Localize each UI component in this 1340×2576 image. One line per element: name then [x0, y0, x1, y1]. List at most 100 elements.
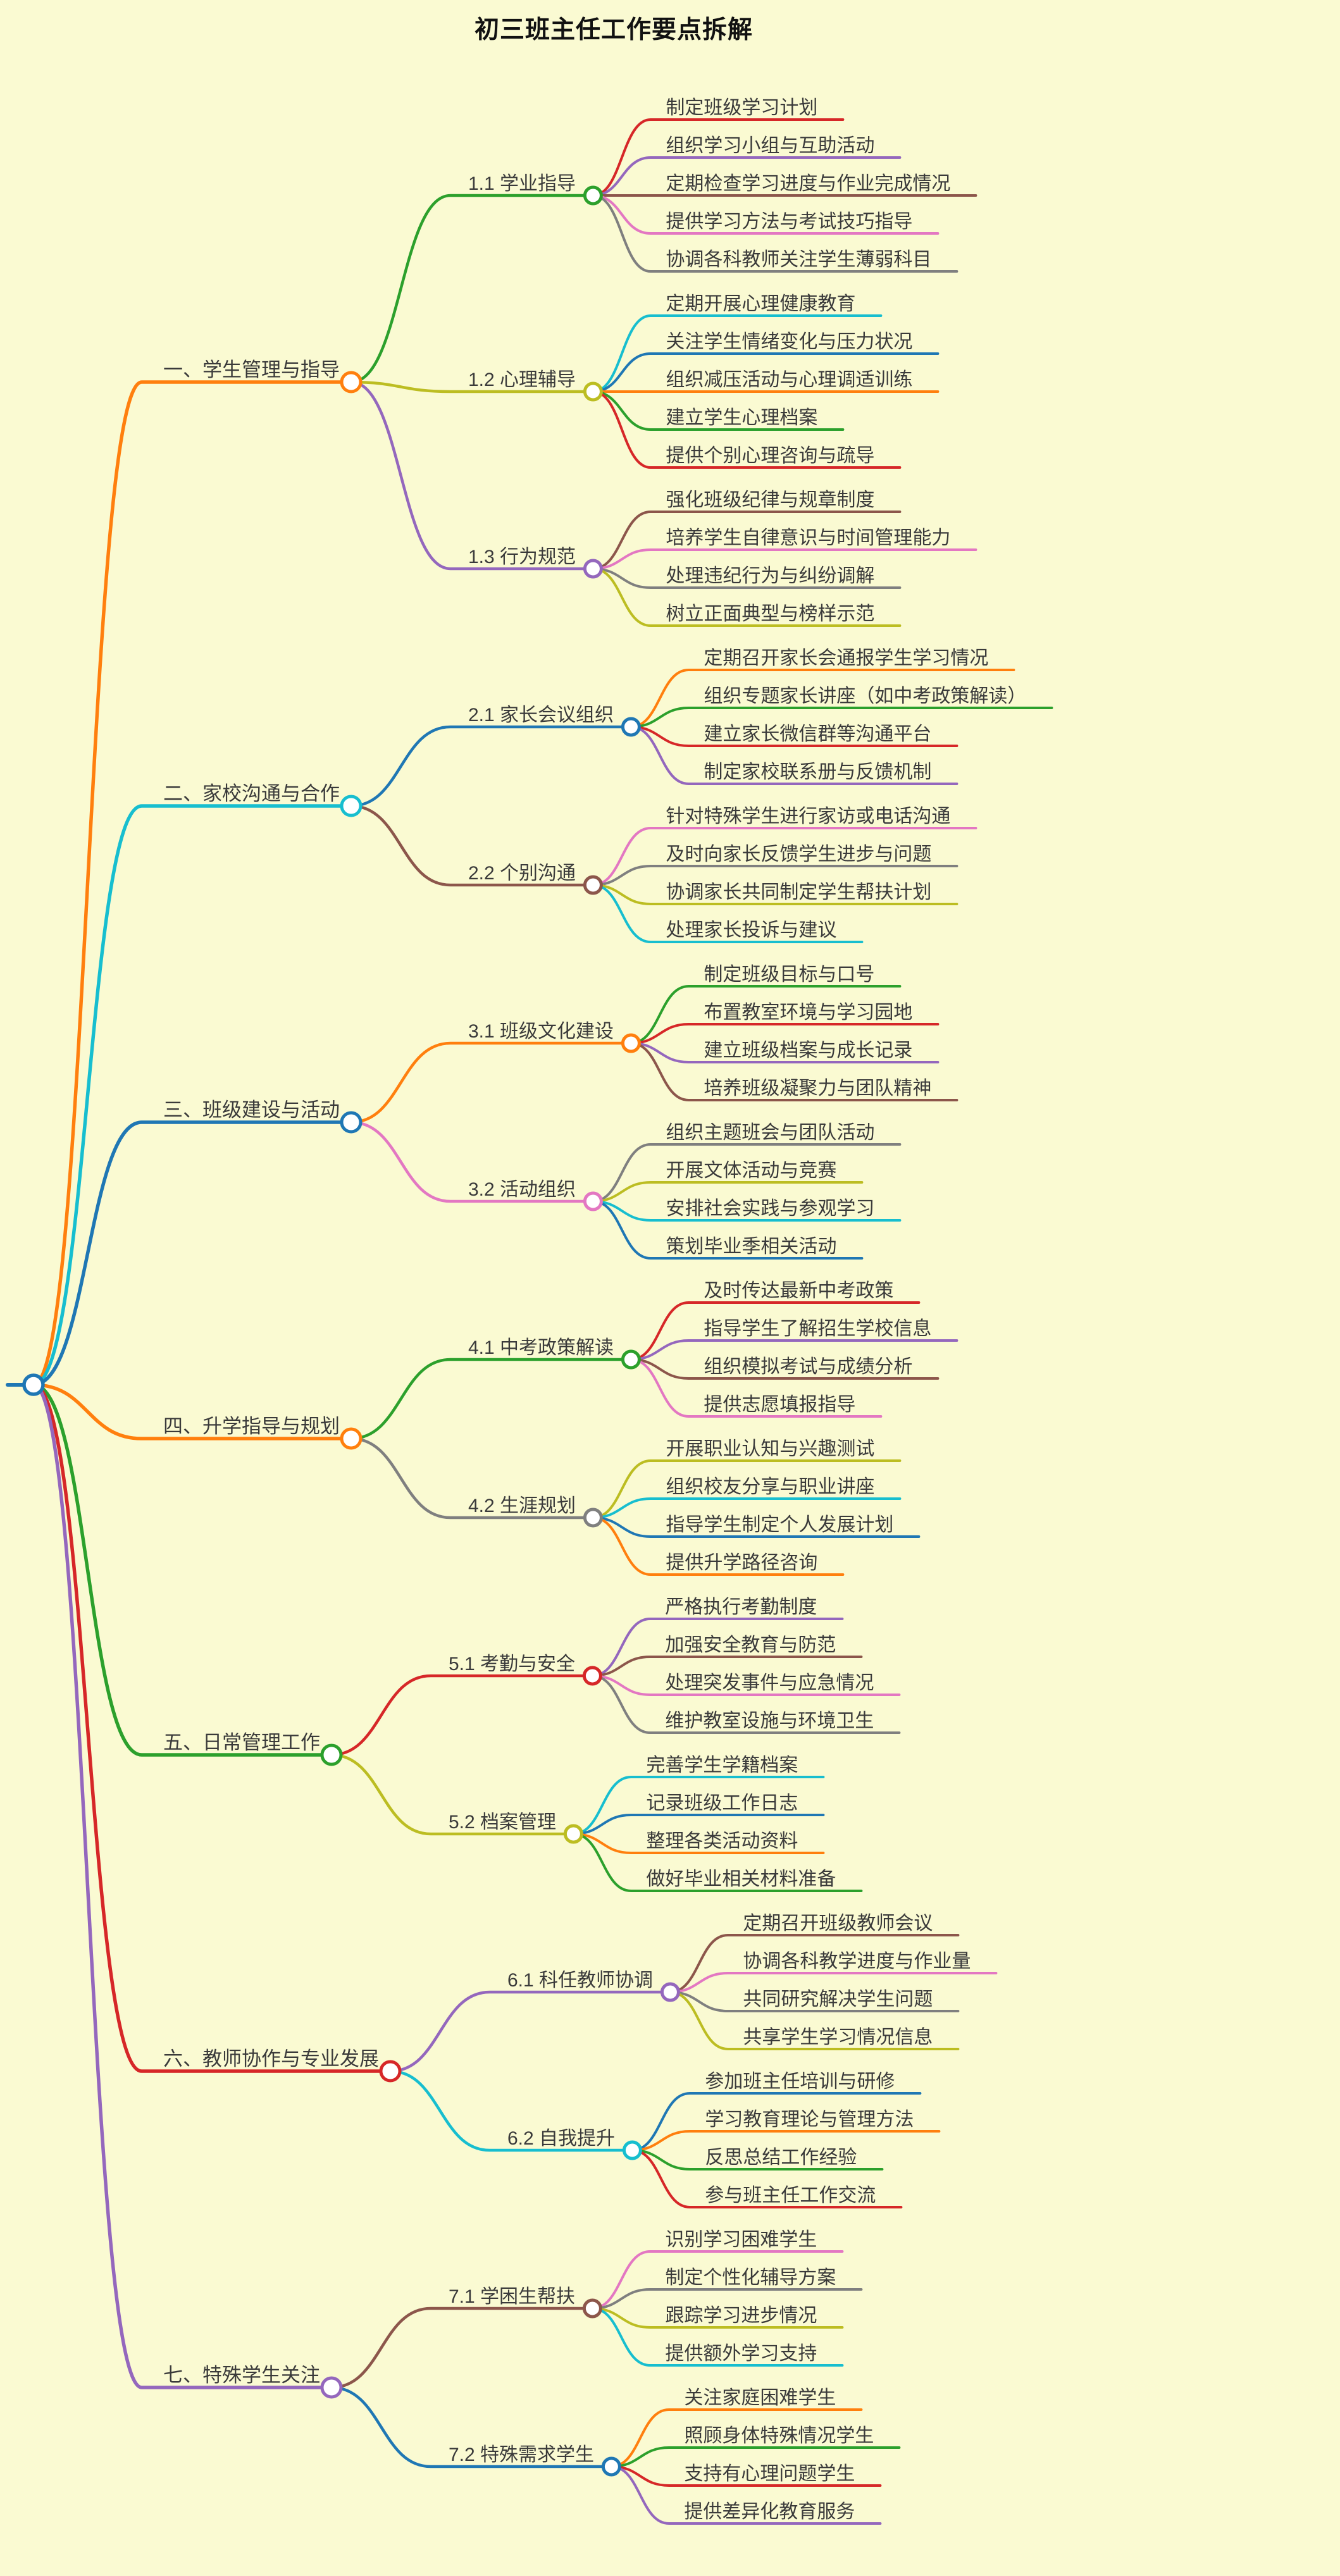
- branch-link-leaf: [591, 1618, 844, 1677]
- subbranch-label: 7.2 特殊需求学生: [449, 2444, 594, 2465]
- branch-link-level2: [330, 2386, 613, 2468]
- leaf-label: 建立家长微信群等沟通平台: [704, 724, 931, 745]
- leaf-label: 完善学生学籍档案: [646, 1755, 798, 1776]
- leaf-label: 处理违纪行为与纠纷调解: [666, 566, 874, 586]
- leaf-label: 开展职业认知与兴趣测试: [666, 1439, 874, 1459]
- leaf-label: 维护教室设施与环境卫生: [665, 1711, 874, 1731]
- branch-link-level1: [32, 1383, 333, 1757]
- node-toggle-circle[interactable]: [660, 1982, 680, 2002]
- node-toggle-circle[interactable]: [320, 1743, 343, 1766]
- leaf-label: 建立学生心理档案: [666, 407, 817, 428]
- subbranch-label: 6.1 科任教师协调: [507, 1970, 653, 1991]
- branch-link-leaf: [592, 1459, 902, 1519]
- leaf-label: 制定个性化辅导方案: [665, 2267, 836, 2288]
- branch-link-level2: [330, 2307, 594, 2389]
- leaf-label: 提供额外学习支持: [665, 2343, 817, 2364]
- branch-link-level2: [349, 725, 633, 808]
- node-toggle-circle[interactable]: [340, 1111, 363, 1134]
- branch-link-leaf: [631, 2149, 903, 2208]
- branch-link-leaf: [572, 1833, 863, 1892]
- branch-link-level2: [349, 1437, 595, 1520]
- node-toggle-circle[interactable]: [563, 1824, 583, 1844]
- leaf-label: 定期召开班级教师会议: [743, 1913, 933, 1934]
- branch-link-level2: [349, 380, 595, 393]
- subbranch-label: 4.2 生涯规划: [468, 1495, 576, 1516]
- branch-link-leaf: [591, 1675, 901, 1734]
- node-toggle-circle[interactable]: [583, 381, 603, 402]
- leaf-label: 制定班级学习计划: [666, 97, 817, 118]
- node-toggle-circle[interactable]: [583, 1508, 603, 1528]
- page-title: 初三班主任工作要点拆解: [474, 16, 753, 44]
- leaf-label: 提供升学路径咨询: [666, 1552, 817, 1573]
- node-toggle-circle[interactable]: [582, 2298, 602, 2319]
- branch-link-level2: [349, 194, 595, 384]
- node-toggle-circle[interactable]: [622, 2140, 642, 2160]
- subbranch-label: 2.2 个别沟通: [468, 863, 576, 884]
- branch-link-level2: [349, 1041, 633, 1124]
- subbranch-label: 6.2 自我提升: [507, 2128, 615, 2149]
- branch-link-leaf: [669, 1991, 960, 2050]
- branch-link-leaf: [630, 1358, 883, 1418]
- branch-link-leaf: [610, 2465, 882, 2525]
- node-toggle-circle[interactable]: [583, 875, 603, 895]
- node-toggle-circle[interactable]: [583, 559, 603, 579]
- node-toggle-circle[interactable]: [601, 2456, 621, 2477]
- branch-link-level2: [349, 804, 595, 887]
- node-toggle-circle[interactable]: [621, 1033, 641, 1053]
- node-toggle-circle[interactable]: [340, 1427, 363, 1450]
- branch-link-level1: [32, 1383, 333, 2389]
- branch-link-level1: [32, 1383, 392, 2073]
- branch-link-leaf: [591, 2307, 844, 2367]
- node-toggle-circle[interactable]: [320, 2376, 343, 2399]
- leaf-label: 组织主题班会与团队活动: [666, 1122, 874, 1143]
- subbranch-label: 5.2 档案管理: [449, 1812, 556, 1833]
- node-toggle-circle[interactable]: [583, 185, 603, 206]
- branch-label: 七、特殊学生关注: [163, 2364, 320, 2386]
- branch-link-leaf: [610, 2408, 863, 2468]
- branch-link-level2: [388, 2069, 634, 2152]
- leaf-label: 提供差异化教育服务: [684, 2501, 855, 2522]
- branch-link-leaf: [592, 1200, 864, 1260]
- leaf-label: 建立班级档案与成长记录: [704, 1040, 912, 1061]
- leaf-label: 协调各科教学进度与作业量: [743, 1951, 971, 1972]
- branch-link-leaf: [630, 669, 1015, 728]
- branch-link-leaf: [592, 156, 902, 197]
- node-toggle-circle[interactable]: [379, 2060, 402, 2083]
- leaf-label: 安排社会实践与参观学习: [666, 1198, 874, 1219]
- node-toggle-circle[interactable]: [22, 1373, 45, 1396]
- leaf-label: 参与班主任工作交流: [705, 2185, 876, 2206]
- branch-link-leaf: [592, 352, 940, 393]
- branch-link-level1: [32, 380, 353, 1387]
- leaf-label: 支持有心理问题学生: [684, 2463, 855, 2484]
- branch-link-leaf: [592, 1516, 845, 1576]
- branch-link-leaf: [591, 2250, 844, 2310]
- leaf-label: 培养班级凝聚力与团队精神: [704, 1078, 931, 1099]
- node-toggle-circle[interactable]: [340, 795, 363, 817]
- subbranch-label: 1.1 学业指导: [468, 173, 576, 194]
- leaf-label: 提供学习方法与考试技巧指导: [666, 211, 912, 232]
- leaf-label: 学习教育理论与管理方法: [705, 2109, 914, 2130]
- leaf-label: 协调各科教师关注学生薄弱科目: [666, 249, 931, 270]
- leaf-label: 做好毕业相关材料准备: [646, 1869, 836, 1890]
- branch-link-level2: [330, 1753, 575, 1836]
- node-toggle-circle[interactable]: [583, 1191, 603, 1211]
- branch-label: 三、班级建设与活动: [163, 1099, 340, 1121]
- leaf-label: 跟踪学习进步情况: [665, 2305, 817, 2326]
- leaf-label: 整理各类活动资料: [646, 1831, 798, 1852]
- leaf-label: 开展文体活动与竞赛: [666, 1160, 836, 1181]
- leaf-label: 严格执行考勤制度: [665, 1597, 817, 1618]
- leaf-label: 共享学生学习情况信息: [743, 2027, 933, 2048]
- branch-link-level1: [32, 1120, 353, 1387]
- node-toggle-circle[interactable]: [340, 371, 363, 393]
- node-toggle-circle[interactable]: [582, 1666, 602, 1686]
- branch-link-level1: [32, 804, 353, 1387]
- subbranch-label: 1.2 心理辅导: [468, 369, 576, 390]
- leaf-label: 布置教室环境与学习园地: [704, 1002, 912, 1023]
- leaf-label: 组织校友分享与职业讲座: [666, 1477, 874, 1497]
- node-toggle-circle[interactable]: [621, 1349, 641, 1370]
- leaf-label: 指导学生了解招生学校信息: [704, 1318, 931, 1339]
- branch-label: 四、升学指导与规划: [163, 1415, 340, 1437]
- node-toggle-circle[interactable]: [621, 717, 641, 737]
- leaf-label: 制定家校联系册与反馈机制: [704, 762, 931, 783]
